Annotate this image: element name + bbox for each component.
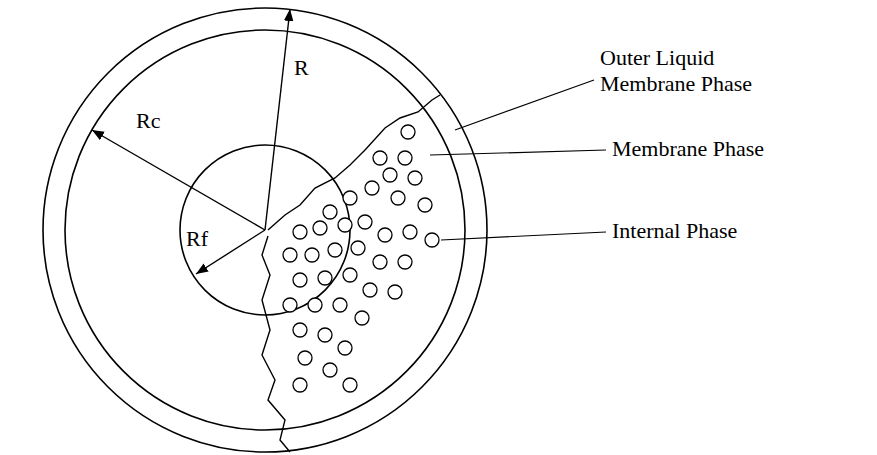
internal-droplet: [308, 298, 322, 312]
internal-droplet: [373, 255, 387, 269]
internal-droplet: [388, 285, 402, 299]
leader-line: [441, 232, 606, 240]
internal-droplet: [338, 218, 352, 232]
radius-arrow: [92, 130, 265, 230]
internal-droplet: [378, 228, 392, 242]
internal-droplet: [283, 298, 297, 312]
internal-droplet: [298, 351, 312, 365]
leader-line: [455, 80, 594, 130]
internal-droplet: [391, 191, 405, 205]
phase-label: Internal Phase: [612, 218, 737, 244]
internal-droplet: [403, 225, 417, 239]
internal-droplet: [318, 328, 332, 342]
internal-droplet: [328, 243, 342, 257]
internal-droplet: [338, 341, 352, 355]
radius-label: Rc: [136, 108, 160, 134]
internal-droplet: [305, 248, 319, 262]
internal-droplet: [425, 233, 439, 247]
internal-droplet: [293, 378, 307, 392]
cutaway-edge: [262, 236, 290, 452]
internal-droplet: [283, 248, 297, 262]
radius-label: Rf: [186, 226, 208, 252]
internal-droplet: [358, 215, 372, 229]
internal-droplet: [355, 311, 369, 325]
internal-droplet: [383, 168, 397, 182]
internal-droplet: [323, 205, 337, 219]
internal-droplet: [333, 298, 347, 312]
droplet-group: [283, 125, 439, 392]
internal-droplet: [401, 125, 415, 139]
internal-droplet: [293, 225, 307, 239]
internal-droplet: [293, 323, 307, 337]
internal-droplet: [293, 273, 307, 287]
internal-droplet: [408, 171, 422, 185]
membrane-circle: [65, 30, 465, 430]
internal-droplet: [365, 181, 379, 195]
internal-droplet: [343, 378, 357, 392]
phase-label: Outer Liquid Membrane Phase: [600, 45, 778, 98]
internal-droplet: [398, 151, 412, 165]
internal-droplet: [363, 283, 377, 297]
internal-droplet: [343, 191, 357, 205]
radius-arrow: [265, 9, 290, 230]
phase-label: Membrane Phase: [612, 136, 764, 162]
internal-droplet: [318, 271, 332, 285]
internal-droplet: [313, 221, 327, 235]
outer-circle: [43, 8, 487, 452]
cutaway-edge: [268, 95, 440, 230]
internal-droplet: [398, 255, 412, 269]
radius-label: R: [294, 55, 309, 81]
internal-droplet: [323, 363, 337, 377]
leader-line: [430, 150, 606, 155]
internal-droplet: [351, 241, 365, 255]
internal-droplet: [418, 198, 432, 212]
internal-droplet: [373, 151, 387, 165]
internal-droplet: [343, 268, 357, 282]
